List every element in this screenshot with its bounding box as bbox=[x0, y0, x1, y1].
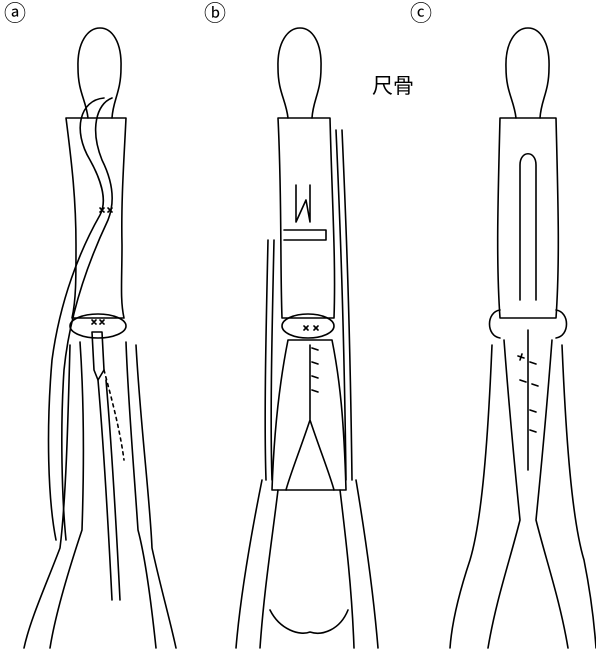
panel-b-head bbox=[270, 610, 348, 633]
panel-b-flap bbox=[272, 340, 346, 490]
panel-a-middle-phalanx bbox=[66, 118, 126, 318]
panel-b-flap-center bbox=[286, 345, 334, 490]
panel-a-long-strand bbox=[98, 380, 120, 600]
panel-c-joint-left bbox=[490, 310, 501, 338]
panel-a-proximal-phalanx bbox=[50, 342, 156, 648]
panel-b-distal-phalanx bbox=[278, 28, 321, 118]
panel-c-joint-right bbox=[556, 310, 567, 338]
panel-b-label: ⓑ bbox=[204, 4, 226, 26]
panel-c-distal-phalanx bbox=[506, 28, 549, 118]
panel-a-graft bbox=[92, 332, 104, 380]
panel-b-middle-phalanx bbox=[278, 118, 335, 318]
panel-b-finger bbox=[236, 28, 378, 648]
panel-b-notch bbox=[296, 185, 310, 222]
panel-a-distal-phalanx bbox=[78, 28, 121, 118]
panel-b-outer-tissue bbox=[236, 480, 378, 648]
panel-a-label: ⓐ bbox=[4, 4, 26, 26]
panel-b-annotation: 尺骨 bbox=[372, 74, 414, 98]
panel-a-suture-2 bbox=[92, 320, 104, 324]
panel-b-lateral-band-left bbox=[265, 240, 274, 480]
panel-c-middle-phalanx bbox=[498, 118, 559, 318]
panel-b-step bbox=[284, 230, 326, 240]
panel-c-central-slot bbox=[520, 154, 536, 300]
panel-a-finger bbox=[24, 28, 176, 648]
panel-b-lateral-band-right bbox=[336, 130, 352, 480]
panel-b-proximal-phalanx bbox=[260, 490, 354, 648]
panel-b-sutures bbox=[304, 326, 318, 392]
panel-a-outer-tissue bbox=[24, 345, 176, 648]
panel-c-label: ⓒ bbox=[410, 4, 432, 26]
panel-c-outer-tissue bbox=[450, 345, 596, 648]
panel-c-finger bbox=[450, 28, 596, 648]
